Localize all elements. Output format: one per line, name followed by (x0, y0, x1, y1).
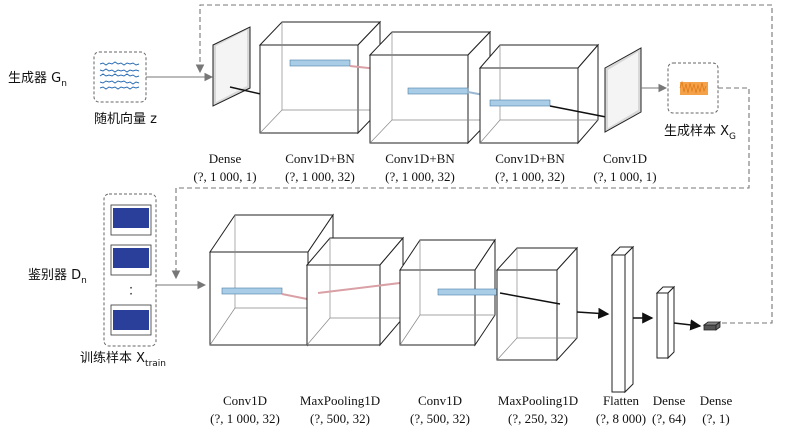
disc-maxpool-block-2 (495, 246, 579, 362)
to-dense1-arrow (673, 319, 702, 331)
gen-layer-shape: (?, 1 000, 1) (593, 169, 656, 184)
disc-layer-shape: (?, 500, 32) (310, 411, 370, 426)
to-flatten-arrow (576, 307, 610, 319)
disc-layer-name: MaxPooling1D (300, 393, 380, 408)
noise-waveform-icon (99, 61, 140, 90)
noise-vector-box (93, 51, 147, 103)
gen-layer-shape: (?, 1 000, 1) (193, 169, 256, 184)
disc-dense-64-layer (655, 285, 676, 360)
sample-to-discriminator-line (171, 87, 750, 280)
train-waveform-icon: · · (110, 204, 152, 336)
generator-label: 生成器 Gn (8, 71, 67, 89)
disc-layer-name: Dense (700, 393, 733, 408)
disc-dense-1-layer (702, 321, 722, 331)
disc-layer-name: Flatten (603, 393, 640, 408)
svg-text:·: · (129, 287, 133, 301)
disc-layer-shape: (?, 8 000) (596, 411, 646, 426)
gen-conv-block-2 (368, 30, 511, 145)
discriminator-label: 鉴别器 Dn (28, 268, 87, 286)
disc-layer-shape: (?, 1 000, 32) (210, 411, 280, 426)
disc-maxpool-block-1 (305, 236, 405, 347)
disc-layer-name: MaxPooling1D (498, 393, 578, 408)
disc-layer-shape: (?, 1) (702, 411, 729, 426)
gen-layer-labels: Dense (?, 1 000, 1) Conv1D+BN (?, 1 000,… (193, 151, 656, 184)
gen-conv-block-3 (478, 43, 607, 145)
gen-layer-shape: (?, 1 000, 32) (495, 169, 565, 184)
gen-layer-name: Conv1D+BN (285, 151, 355, 166)
noise-vector-label: 随机向量 z (94, 111, 157, 127)
gen-layer-name: Conv1D+BN (385, 151, 455, 166)
disc-conv-block-2 (399, 238, 499, 347)
gen-layer-name: Dense (209, 151, 242, 166)
disc-layer-labels: Conv1D (?, 1 000, 32) MaxPooling1D (?, 5… (210, 393, 732, 426)
disc-layer-shape: (?, 64) (652, 411, 686, 426)
gen-layer-name: Conv1D (603, 151, 647, 166)
disc-flatten-layer (610, 245, 635, 394)
gen-layer-shape: (?, 1 000, 32) (285, 169, 355, 184)
disc-layer-shape: (?, 250, 32) (508, 411, 568, 426)
generated-sample-box (667, 62, 719, 114)
feedback-dashed-loop (199, 4, 773, 324)
disc-layer-name: Conv1D (223, 393, 267, 408)
training-samples-box: · · (103, 193, 157, 347)
disc-layer-name: Dense (653, 393, 686, 408)
generated-sample-label: 生成样本 XG (664, 124, 736, 142)
generated-waveform-icon (679, 80, 708, 95)
gen-layer-shape: (?, 1 000, 32) (385, 169, 455, 184)
gen-output-slab (604, 47, 642, 133)
svg-text:·: · (129, 281, 133, 295)
disc-layer-name: Conv1D (418, 393, 462, 408)
gen-layer-name: Conv1D+BN (495, 151, 565, 166)
training-samples-label: 训练样本 Xtrain (80, 351, 166, 369)
disc-layer-shape: (?, 500, 32) (410, 411, 470, 426)
